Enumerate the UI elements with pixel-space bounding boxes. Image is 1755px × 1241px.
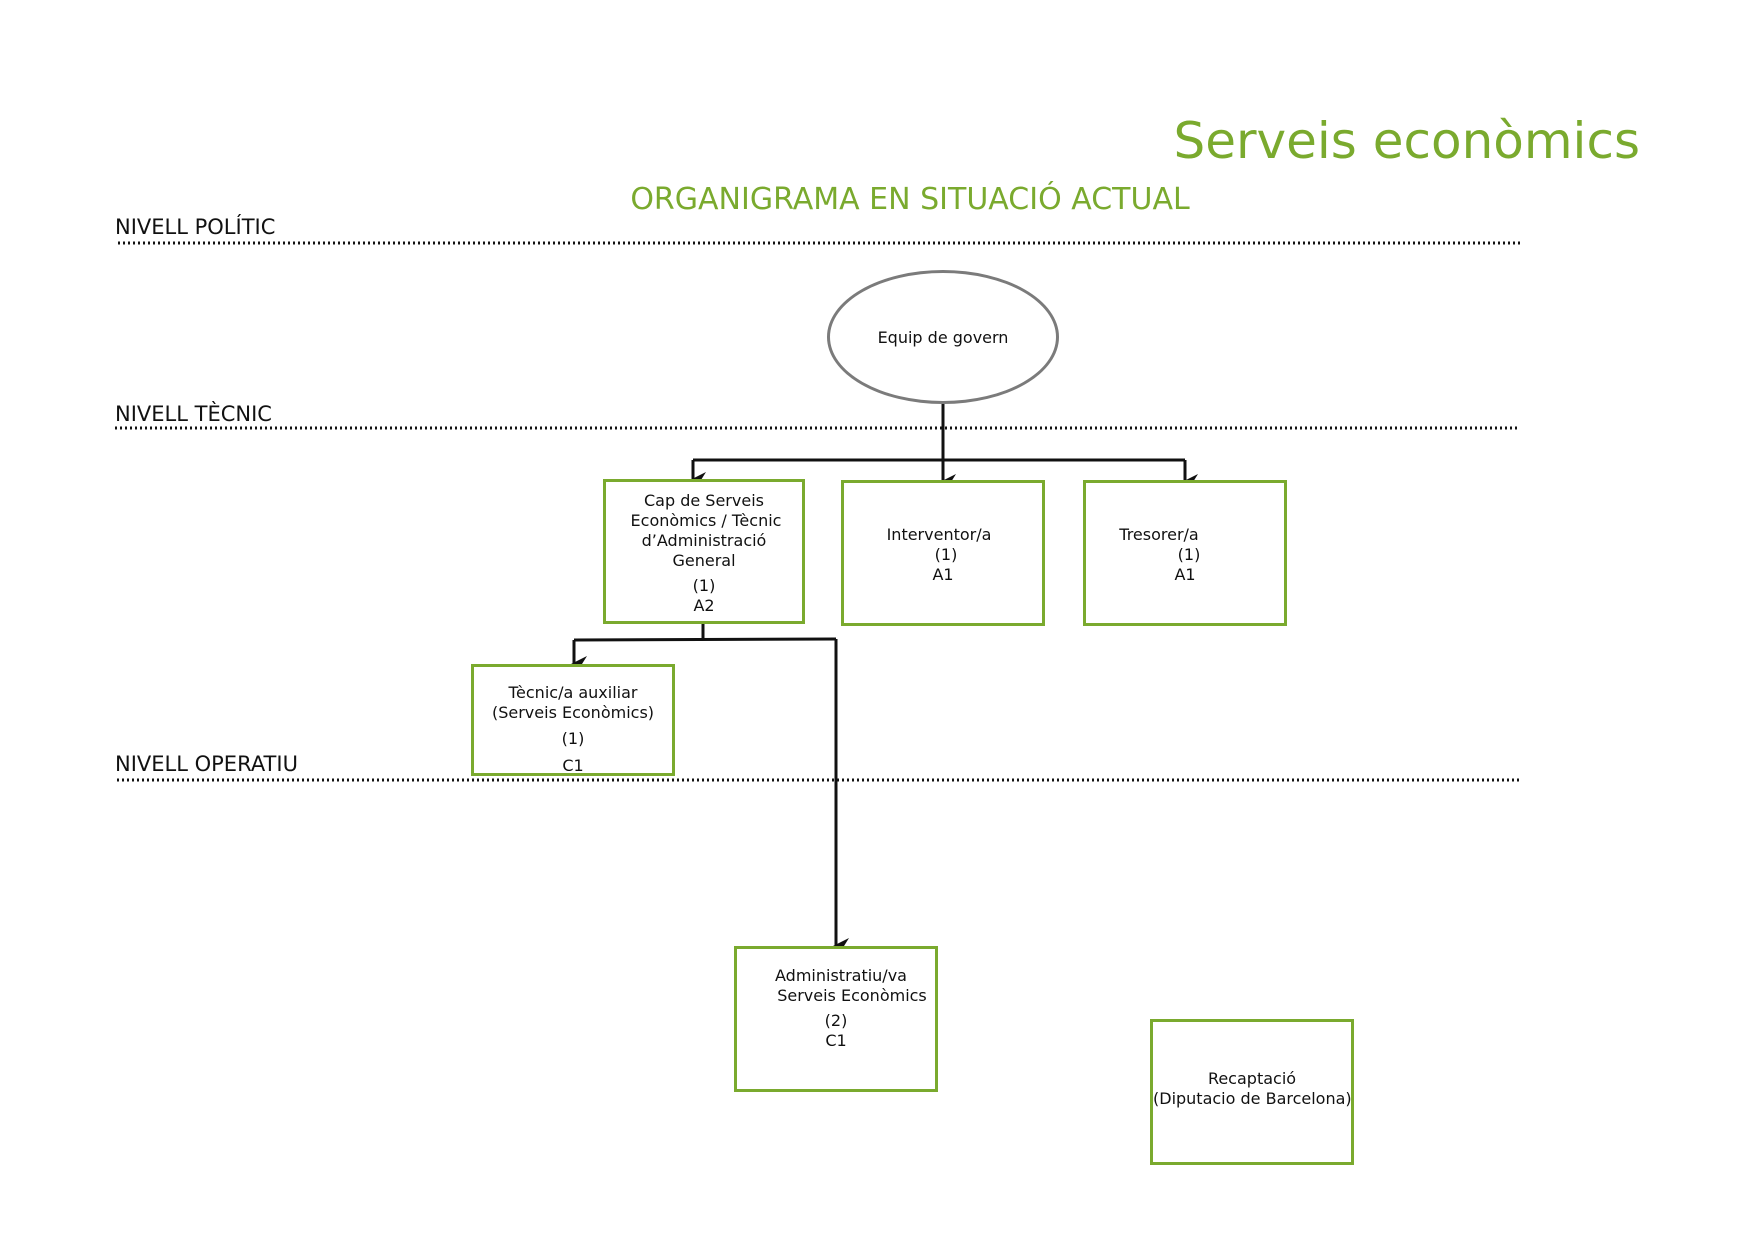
level-label-operatiu: NIVELL OPERATIU <box>115 752 298 776</box>
node-administratiu-count: (2) <box>824 1011 848 1030</box>
node-interventor-count: (1) <box>934 545 958 564</box>
page-title: Serveis econòmics <box>1173 112 1640 170</box>
node-tecnic-auxiliar-count: (1) <box>561 729 585 748</box>
node-cap-serveis: Cap de Serveis Econòmics / Tècnic d’Admi… <box>603 479 805 624</box>
node-recaptacio: Recaptació (Diputacio de Barcelona) <box>1150 1019 1354 1165</box>
node-tresorer-count: (1) <box>1177 545 1201 564</box>
node-tecnic-auxiliar-group: C1 <box>562 756 584 775</box>
node-equip-govern: Equip de govern <box>827 270 1059 404</box>
page-subtitle: ORGANIGRAMA EN SITUACIÓ ACTUAL <box>630 182 1190 217</box>
node-interventor: Interventor/a (1) A1 <box>841 480 1045 626</box>
node-equip-govern-label: Equip de govern <box>877 327 1009 347</box>
node-cap-serveis-line1: Cap de Serveis <box>644 491 764 510</box>
node-recaptacio-line1: Recaptació <box>1207 1069 1297 1088</box>
node-administratiu-line2: Serveis Econòmics <box>777 986 927 1005</box>
node-cap-serveis-line4: General <box>672 551 736 570</box>
level-label-politic: NIVELL POLÍTIC <box>115 215 276 239</box>
node-administratiu-line1: Administratiu/va <box>775 966 907 985</box>
node-tecnic-auxiliar: Tècnic/a auxiliar (Serveis Econòmics) (1… <box>471 664 675 776</box>
node-administratiu-group: C1 <box>825 1031 847 1050</box>
node-interventor-label: Interventor/a <box>886 525 992 544</box>
node-tecnic-auxiliar-line1: Tècnic/a auxiliar <box>508 683 638 702</box>
node-cap-serveis-count: (1) <box>692 576 716 595</box>
node-recaptacio-line2: (Diputacio de Barcelona) <box>1153 1089 1352 1108</box>
node-cap-serveis-line3: d’Administració <box>641 531 767 550</box>
node-cap-serveis-group: A2 <box>693 596 715 615</box>
node-administratiu: Administratiu/va Serveis Econòmics (2) C… <box>734 946 938 1092</box>
node-tresorer-label: Tresorer/a <box>1119 525 1199 544</box>
node-tresorer: Tresorer/a (1) A1 <box>1083 480 1287 626</box>
node-tecnic-auxiliar-line2: (Serveis Econòmics) <box>491 703 655 722</box>
connector-cap-branch <box>573 637 837 642</box>
level-label-tecnic: NIVELL TÈCNIC <box>115 402 272 426</box>
node-tresorer-group: A1 <box>1174 565 1196 584</box>
node-interventor-group: A1 <box>932 565 954 584</box>
node-cap-serveis-line2: Econòmics / Tècnic <box>630 511 782 530</box>
